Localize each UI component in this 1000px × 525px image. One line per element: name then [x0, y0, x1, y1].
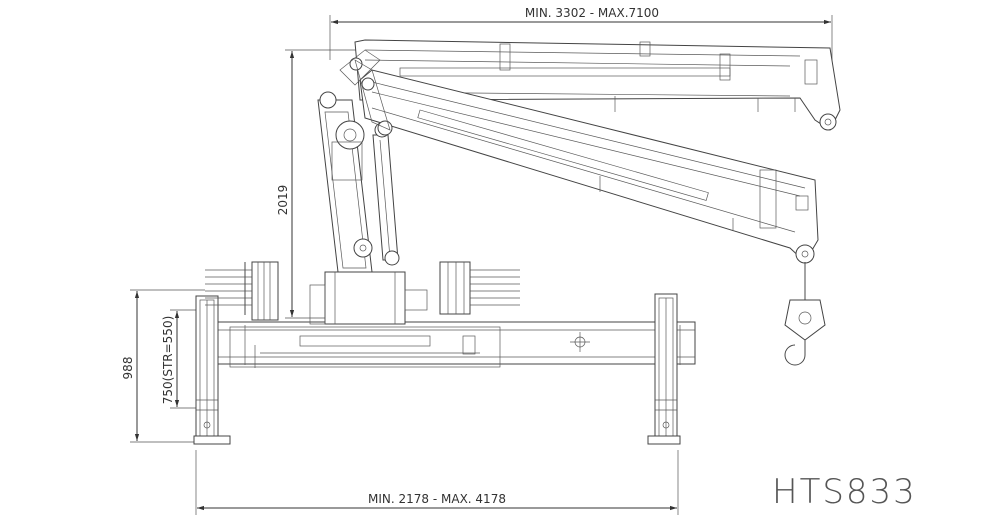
crane-hook	[784, 262, 826, 366]
control-valve-right	[439, 261, 520, 315]
top-reach-label: MIN. 3302 - MAX.7100	[525, 6, 659, 20]
crane-column	[317, 91, 373, 273]
height-dimension: 2019	[276, 49, 360, 319]
left-outrigger-leg	[193, 295, 231, 445]
main-boom	[349, 39, 841, 131]
outrigger-beam	[214, 321, 696, 368]
second-boom	[359, 69, 819, 264]
main-cylinder	[372, 122, 400, 266]
outrigger-height-label: 988	[121, 357, 135, 380]
bottom-width-label: MIN. 2178 - MAX. 4178	[368, 492, 506, 506]
height-label: 2019	[276, 185, 290, 216]
bottom-dimension: MIN. 2178 - MAX. 4178	[195, 450, 679, 515]
knuckle-links	[339, 49, 391, 131]
right-outrigger-leg	[647, 293, 681, 445]
top-dimension: MIN. 3302 - MAX.7100	[329, 6, 833, 110]
model-label: HTS833	[772, 472, 917, 512]
slewing-housing	[309, 271, 428, 325]
control-valve-left	[205, 261, 279, 321]
stroke-label: 750(STR=550)	[161, 316, 175, 405]
